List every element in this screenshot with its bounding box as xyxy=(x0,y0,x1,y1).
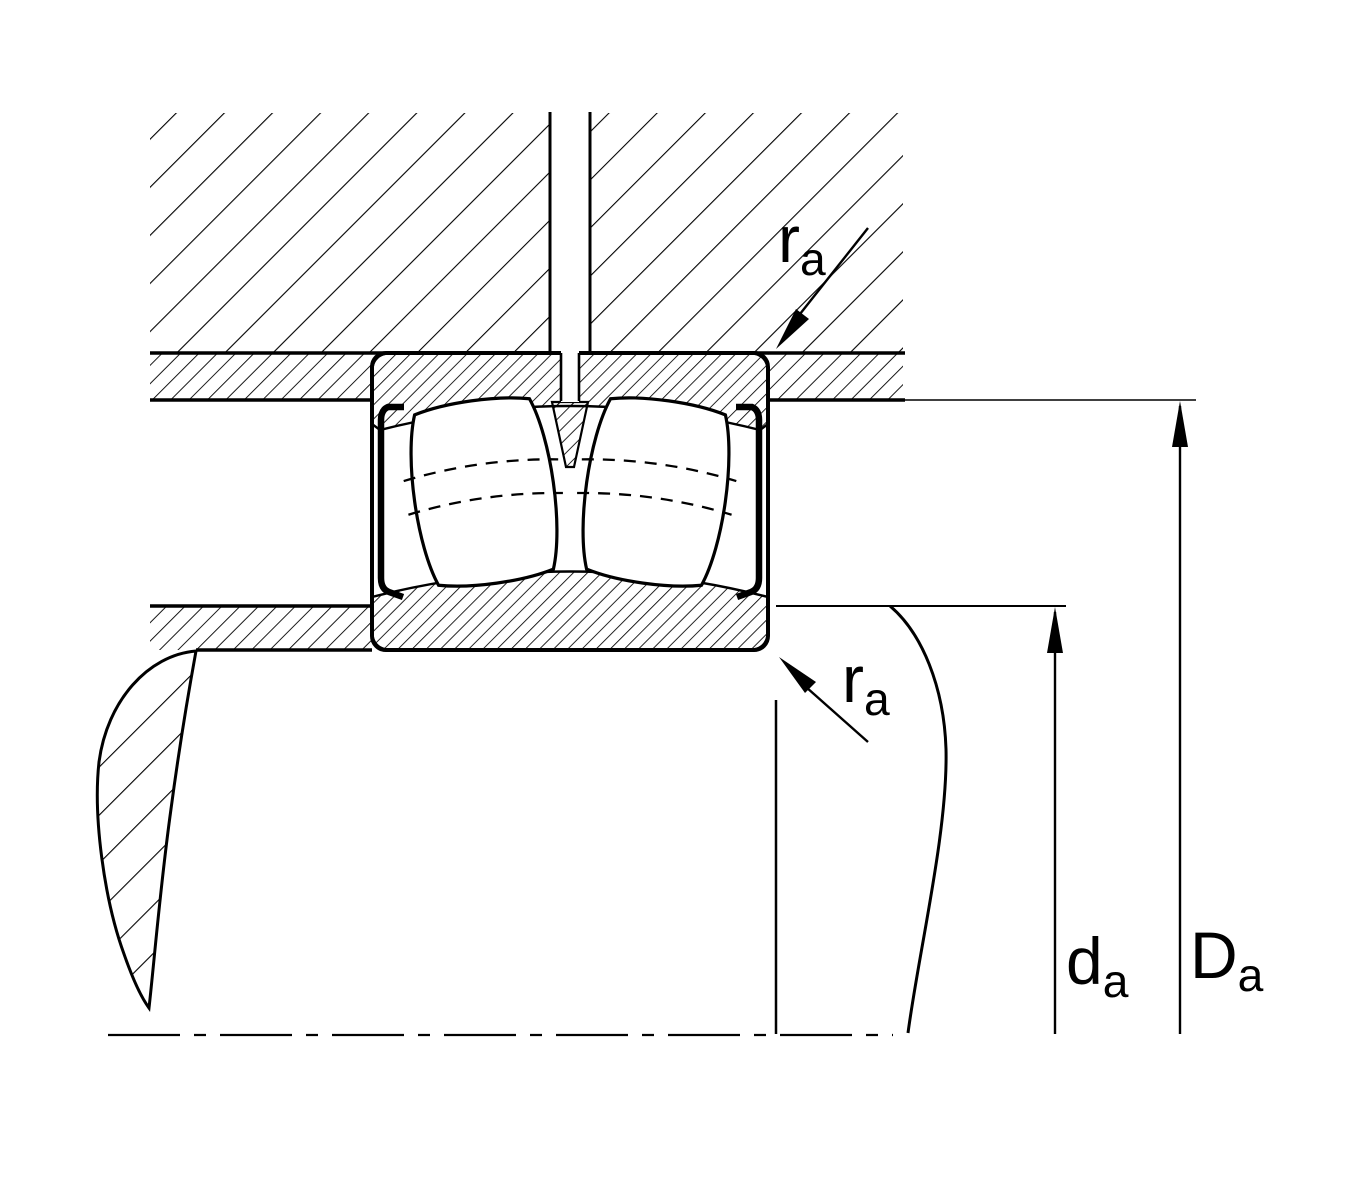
dimension-Da xyxy=(1172,401,1188,1034)
label-Da-sub: a xyxy=(1237,948,1264,1001)
seal-right xyxy=(735,403,763,601)
shaft-fillet-section xyxy=(95,649,198,1013)
dimension-da xyxy=(1047,607,1063,1034)
label-ra-top-main: r xyxy=(778,202,800,276)
label-ra-bottom-main: r xyxy=(842,642,864,716)
label-da: da xyxy=(1066,928,1128,1004)
label-da-sub: a xyxy=(1102,954,1129,1007)
seal-left xyxy=(377,403,405,601)
label-da-main: d xyxy=(1066,924,1103,998)
housing-section xyxy=(150,110,1196,402)
leader-ra-bottom xyxy=(779,657,869,743)
label-ra-bottom: ra xyxy=(842,646,890,722)
leader-ra-top xyxy=(776,227,869,349)
inner-ring-section xyxy=(370,570,770,652)
label-ra-bottom-sub: a xyxy=(863,672,890,725)
roller-right xyxy=(577,396,737,588)
label-Da-main: D xyxy=(1190,918,1238,992)
label-Da: Da xyxy=(1190,922,1263,998)
lubrication-slot xyxy=(550,110,590,353)
bearing-assembly xyxy=(370,349,770,652)
shaft-profile-curve xyxy=(889,604,948,1034)
roller-left xyxy=(403,396,563,588)
label-ra-top-sub: a xyxy=(799,232,826,285)
shaft-shoulder-section xyxy=(150,604,372,652)
lubrication-hole xyxy=(559,349,581,402)
label-ra-top: ra xyxy=(778,206,826,282)
